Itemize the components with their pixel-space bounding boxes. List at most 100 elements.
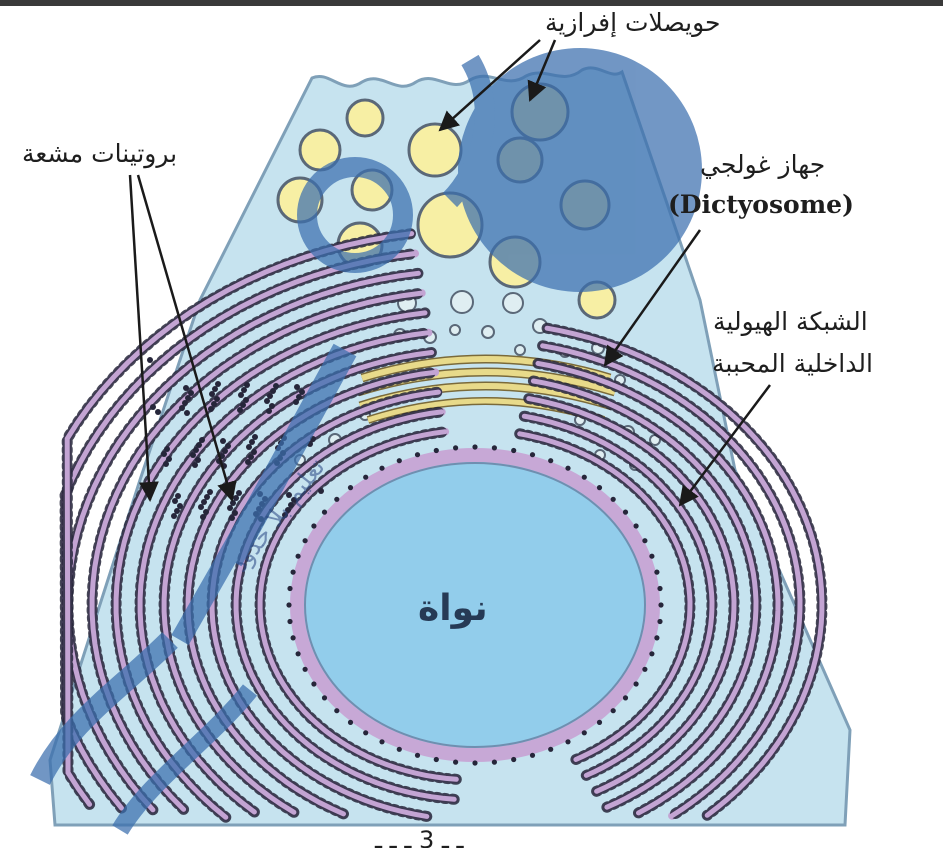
ribosome (291, 635, 296, 640)
ribosome (164, 446, 170, 452)
ribosome (190, 452, 196, 458)
ribosome (208, 406, 214, 412)
ribosome (492, 760, 497, 765)
ribosome (246, 444, 252, 450)
ribosome (623, 509, 628, 514)
ribosome (204, 494, 210, 500)
ribosome (565, 466, 570, 471)
ribosome (334, 708, 339, 713)
ribosome (654, 635, 659, 640)
ribosome (322, 509, 327, 514)
ribosome (294, 384, 300, 390)
ribosome (150, 404, 156, 410)
ribosome (264, 398, 270, 404)
ribosome (166, 456, 172, 462)
ribosome (215, 381, 221, 387)
ribosome (318, 488, 324, 494)
ribosome (311, 523, 316, 528)
ribosome (252, 434, 258, 440)
ribosome (201, 499, 207, 505)
ribosome (322, 695, 327, 700)
ribosome (657, 619, 662, 624)
ribosome (611, 708, 616, 713)
ribosome (291, 570, 296, 575)
ribosome (266, 408, 272, 414)
ribosome (287, 619, 292, 624)
ribosome (192, 462, 198, 468)
ribosome (634, 681, 639, 686)
label-golgi-english: (Dictyosome) (668, 190, 854, 219)
ribosome (225, 443, 231, 449)
ribosome (211, 401, 217, 407)
ribosome (623, 695, 628, 700)
ribosome (185, 395, 191, 401)
ribosome (472, 760, 477, 765)
ribosome (565, 739, 570, 744)
ribosome (241, 387, 247, 393)
ribosome (269, 403, 275, 409)
ribosome (199, 437, 205, 443)
ribosome (273, 383, 279, 389)
ribosome (511, 448, 516, 453)
ribosome (379, 739, 384, 744)
ribosome (415, 753, 420, 758)
ribosome (334, 497, 339, 502)
ribosome (634, 523, 639, 528)
ribosome (296, 394, 302, 400)
label-secretory-vesicles: حويصلات إفرازية (545, 8, 720, 37)
ribosome (245, 459, 251, 465)
ribosome (184, 410, 190, 416)
ribosome (597, 720, 602, 725)
ribosome (582, 475, 587, 480)
ribosome (548, 747, 553, 752)
ribosome (303, 538, 308, 543)
ribosome (649, 651, 654, 656)
ribosome (175, 493, 181, 499)
ribosome (434, 757, 439, 762)
ribosome (243, 397, 249, 403)
ribosome (240, 402, 246, 408)
ribosome (363, 475, 368, 480)
ribosome (171, 513, 177, 519)
ribosome (658, 602, 663, 607)
transport-vesicle (450, 325, 460, 335)
transport-vesicle (515, 345, 525, 355)
ribosome (363, 730, 368, 735)
ribosome (238, 392, 244, 398)
ribosome (182, 400, 188, 406)
ribosome (530, 452, 535, 457)
label-radioactive-proteins: بروتينات مشعة (22, 139, 177, 168)
ribosome (397, 458, 402, 463)
ribosome (379, 466, 384, 471)
ribosome (311, 681, 316, 686)
ribosome (232, 510, 238, 516)
ribosome (511, 757, 516, 762)
ribosome (163, 461, 169, 467)
ribosome (200, 514, 206, 520)
ribosome (244, 382, 250, 388)
ribosome (230, 500, 236, 506)
ribosome (251, 449, 257, 455)
transport-vesicle (503, 293, 523, 313)
ribosome (492, 445, 497, 450)
ribosome (472, 444, 477, 449)
ribosome (296, 651, 301, 656)
ribosome (229, 515, 235, 521)
ribosome (303, 667, 308, 672)
ribosome (296, 554, 301, 559)
ribosome (196, 442, 202, 448)
ribosome (397, 747, 402, 752)
ribosome (299, 389, 305, 395)
ribosome (611, 497, 616, 502)
ribosome (214, 396, 220, 402)
ribosome (657, 586, 662, 591)
ribosome (642, 538, 647, 543)
ribosome (193, 447, 199, 453)
ribosome (287, 586, 292, 591)
ribosome (174, 508, 180, 514)
ribosome (597, 485, 602, 490)
ribosome (222, 448, 228, 454)
ribosome (267, 393, 273, 399)
